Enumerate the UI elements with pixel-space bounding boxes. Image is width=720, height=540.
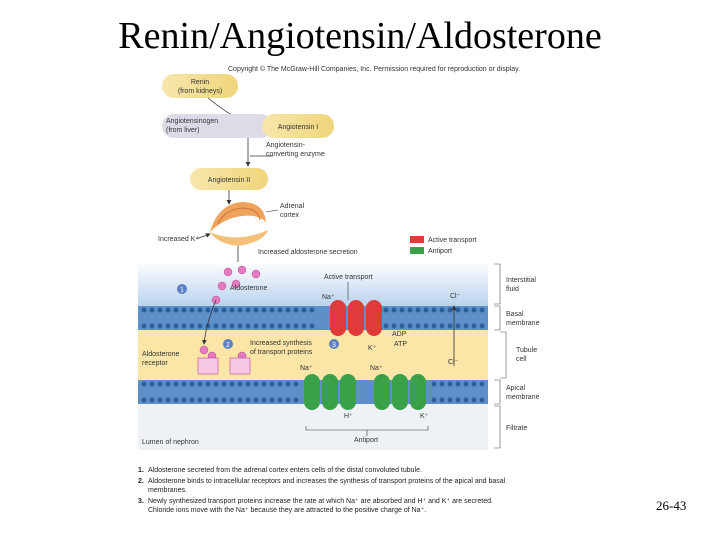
step-1-number: 1. [138,467,144,474]
raas-diagram: Renin (from kidneys) Angiotensinogen (fr… [138,74,540,450]
aldosterone-receptor-label-2: receptor [142,360,168,367]
adp-label: ADP [392,331,407,338]
apical-label-2: membrane [506,394,540,401]
apical-label: Apical [506,385,526,392]
interstitial-fluid-region [138,262,488,306]
adrenal-gland-icon [210,202,268,246]
h-label: H⁺ [344,413,353,420]
legend-active-label: Active transport [428,237,477,244]
cl-in-label: Cl⁻ [448,359,459,366]
apical-membrane-beads [141,381,485,403]
aldosterone-label: Aldosterone [230,285,267,292]
active-transport-pump [330,300,382,336]
step-2-text: Aldosterone binds to intracellular recep… [148,478,506,494]
active-transport-label: Active transport [324,274,373,281]
step-marker-2-label: 2 [226,342,230,349]
angiotensin-2-pill: Angiotensin II [190,168,268,190]
renin-label: Renin [191,79,209,86]
aldosterone-receptor-icon [197,357,219,375]
renin-source: (from kidneys) [178,88,222,95]
legend: Active transport Antiport [410,236,477,255]
cl-out-label: Cl⁻ [450,293,461,300]
region-brackets [494,263,507,449]
receptor-complex-icon [229,357,251,375]
lumen-region [138,404,488,450]
adrenal-cortex-label-2: cortex [280,212,300,219]
step-3: 3. Newly synthesized transport proteins … [138,497,518,515]
filtrate-label: Filtrate [506,425,528,432]
legend-swatch-active [410,236,424,243]
atp-label: ATP [394,341,407,348]
basal-membrane-beads [141,307,485,329]
adrenal-cortex-label: Adrenal [280,203,305,210]
step-3-text: Newly synthesized transport proteins inc… [148,498,493,514]
antiport-label: Antiport [354,437,378,444]
increased-synthesis-label: Increased synthesis [250,340,312,347]
step-1: 1. Aldosterone secreted from the adrenal… [138,466,518,475]
tubule-cell-cytoplasm [138,330,488,380]
step-marker-3-label: 3 [332,342,336,349]
legend-swatch-antiport [410,247,424,254]
aldosterone-receptor-label: Aldosterone [142,351,179,358]
tubule-label-2: cell [516,356,527,363]
step-3-number: 3. [138,498,144,505]
angiotensinogen-pill: Angiotensinogen (from liver) [162,114,272,138]
converting-enzyme-label: Angiotensin- [266,142,306,149]
step-marker-1-label: 1 [180,287,184,294]
renin-pill: Renin (from kidneys) [162,74,238,98]
step-marker-2 [223,339,233,349]
step-1-text: Aldosterone secreted from the adrenal co… [148,467,422,474]
tubule-label: Tubule [516,347,537,354]
angiotensinogen-label: Angiotensinogen [166,118,218,125]
angiotensin-1-pill: Angiotensin I [262,114,334,138]
angiotensinogen-source: (from liver) [166,127,199,134]
step-2: 2. Aldosterone binds to intracellular re… [138,477,518,495]
interstitial-label-2: fluid [506,286,519,293]
basal-label: Basal [506,311,524,318]
antiport-proteins [304,374,426,410]
na-out-label: Na⁺ [322,294,335,301]
increased-k-label: Increased K⁺ [158,236,199,243]
k-in-label: K⁺ [368,345,377,352]
increased-synthesis-label-2: of transport proteins [250,349,313,356]
k-apical-label: K⁺ [420,413,429,420]
lumen-label: Lumen of nephron [142,439,199,446]
na-apical-label: Na⁺ [300,365,313,372]
steps-list: 1. Aldosterone secreted from the adrenal… [138,466,518,517]
converting-enzyme-label-2: converting enzyme [266,151,325,158]
angiotensin-2-label: Angiotensin II [208,177,250,184]
na-apical-label-2: Na⁺ [370,365,383,372]
basal-label-2: membrane [506,320,540,327]
increased-secretion-label: Increased aldosterone secretion [258,249,358,256]
interstitial-label: Interstitial [506,277,536,284]
slide-title: Renin/Angiotensin/Aldosterone [118,15,602,57]
step-marker-3 [329,339,339,349]
page-number: 26-43 [656,498,687,513]
legend-antiport-label: Antiport [428,248,452,255]
angiotensin-1-label: Angiotensin I [278,124,319,131]
copyright-notice: Copyright © The McGraw-Hill Companies, I… [228,66,521,73]
step-marker-1 [177,284,187,294]
step-2-number: 2. [138,478,144,485]
